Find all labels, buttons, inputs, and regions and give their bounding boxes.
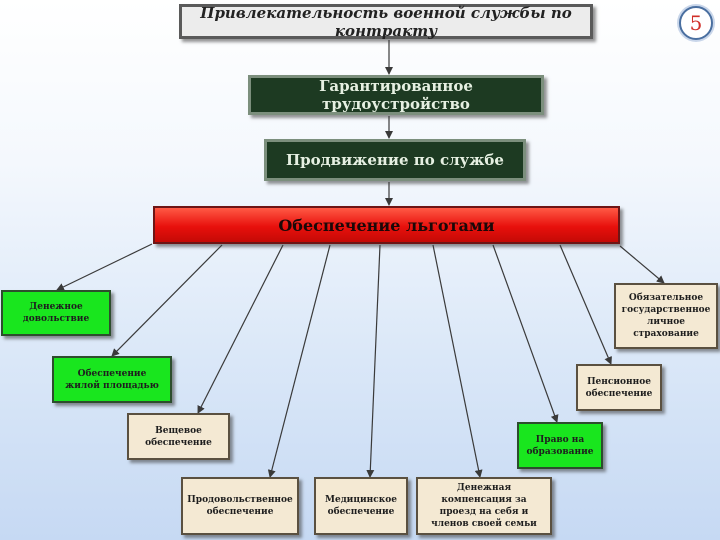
benefit-travel-compensation: Денежная компенсация за проезд на себя и…	[416, 477, 552, 535]
arrow-to-housing	[111, 244, 223, 357]
arrow-to-education	[492, 244, 559, 423]
slide-number-badge: 5	[679, 6, 713, 40]
benefits-provision-box: Обеспечение льготами	[153, 206, 620, 244]
benefit-medical: Медицинское обеспечение	[314, 477, 408, 535]
arrow-to-clothing	[197, 244, 284, 414]
arrow-to-pension	[559, 244, 612, 365]
career-promotion-box: Продвижение по службе	[264, 139, 526, 181]
benefit-monetary-allowance: Денежное довольствие	[1, 290, 111, 336]
benefit-state-insurance: Обязательное государственное личное стра…	[614, 283, 718, 349]
benefit-food: Продовольственное обеспечение	[181, 477, 299, 535]
arrow-to-medical	[366, 244, 381, 478]
benefit-housing: Обеспечение жилой площадью	[52, 356, 172, 403]
arrow-to-food	[267, 244, 331, 478]
benefit-clothing: Вещевое обеспечение	[127, 413, 230, 460]
benefit-pension: Пенсионное обеспечение	[576, 364, 662, 411]
benefit-education: Право на образование	[517, 422, 603, 469]
arrow-to-monetary-allowance	[56, 243, 153, 291]
guaranteed-employment-box: Гарантированное трудоустройство	[248, 75, 544, 115]
diagram-title: Привлекательность военной службы по конт…	[179, 4, 593, 40]
arrow-to-insurance	[619, 245, 665, 284]
arrow-to-travel-compensation	[432, 244, 483, 478]
